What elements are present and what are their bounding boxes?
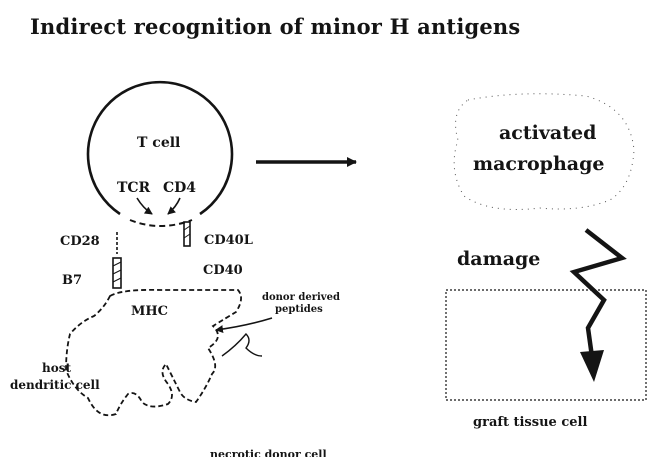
tcr-arrow [137,198,152,214]
host-label-line1: host [42,361,71,375]
peptide-fragment [222,334,262,356]
graft-label: graft tissue cell [473,415,587,430]
t-cell-label: T cell [137,135,180,151]
macrophage-label-line1: activated [499,122,596,144]
damage-label: damage [457,248,540,270]
mhc-label: MHC [131,304,168,319]
damage-bolt [574,230,622,364]
cd4-label: CD4 [163,180,196,196]
necrotic-label: necrotic donor cell [210,448,327,457]
t-cell-membrane-bottom [130,220,192,226]
peptides-label-line1: donor derived [262,292,340,303]
host-label-line2: dendritic cell [10,378,100,392]
cd40-label: CD40 [203,263,243,278]
cd4-arrow [168,198,180,214]
macrophage-outline [454,94,634,210]
tcr-label: TCR [117,180,151,196]
b7-label: B7 [62,273,82,288]
graft-cell-box [446,290,646,400]
cd40l-label: CD40L [204,233,253,248]
peptides-label-line2: peptides [275,304,323,315]
damage-bolt-head [580,350,604,382]
cd28-label: CD28 [60,234,100,249]
macrophage-label-line2: macrophage [473,153,604,175]
peptides-arrow [216,318,272,330]
